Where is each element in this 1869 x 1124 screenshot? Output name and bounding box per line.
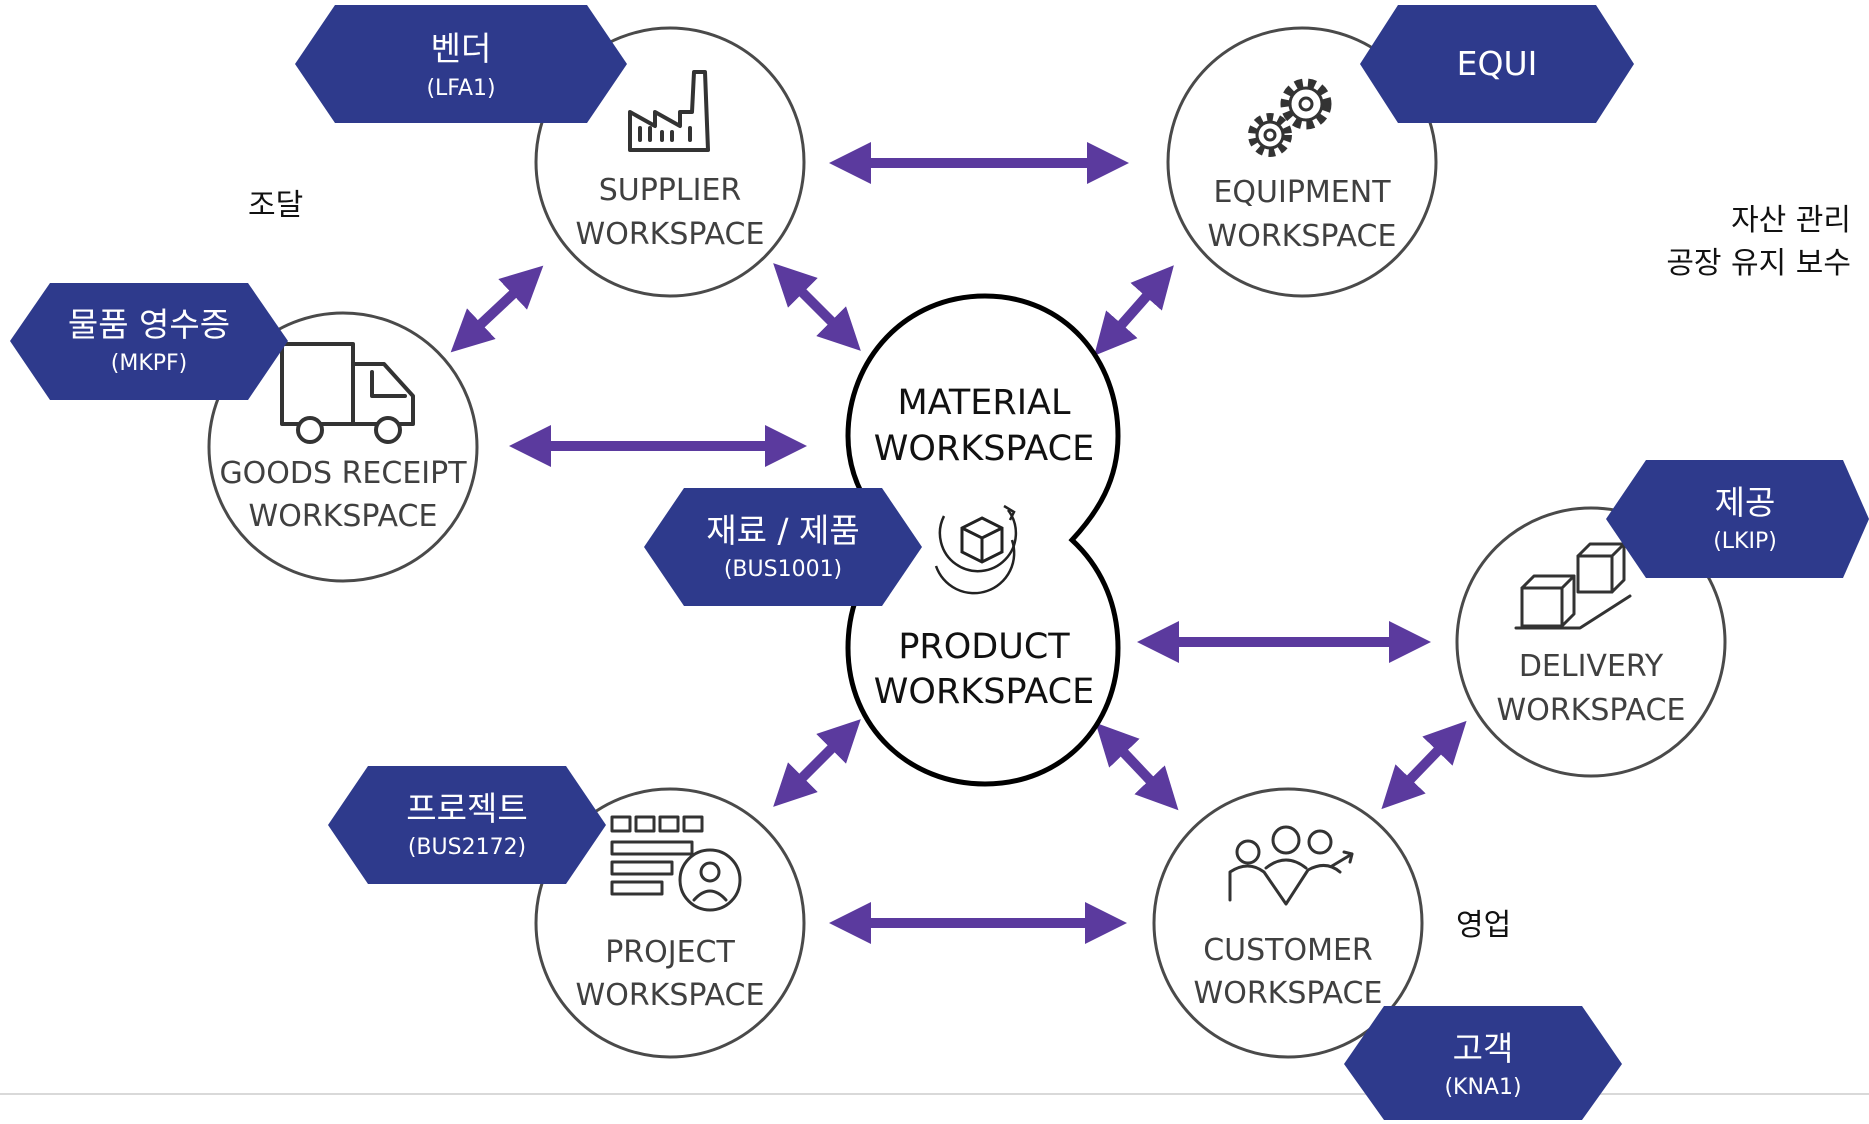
supplier-label-line1: SUPPLIER: [599, 173, 742, 208]
tag-material: 재료 / 제품 (BUS1001): [644, 488, 922, 606]
domain-asset-label-line2: 공장 유지 보수: [1666, 246, 1851, 281]
factory-icon: [628, 70, 710, 152]
tag-vendor-title: 벤더: [431, 29, 492, 68]
equipment-label-line2: WORKSPACE: [1208, 219, 1397, 254]
tag-project-title: 프로젝트: [406, 789, 527, 828]
tag-delivery-code: (LKIP): [1713, 529, 1777, 554]
connector-arrows: [450, 142, 1467, 944]
truck-icon: [280, 342, 415, 444]
tag-goods-receipt-title: 물품 영수증: [68, 305, 230, 344]
gears-icon: [1248, 78, 1332, 157]
goods-receipt-label-line2: WORKSPACE: [249, 499, 438, 534]
project-workspace[interactable]: PROJECT WORKSPACE: [534, 787, 806, 1059]
center-top-line1: MATERIAL: [897, 383, 1071, 423]
goods-receipt-workspace[interactable]: GOODS RECEIPT WORKSPACE: [207, 311, 479, 583]
project-label-line1: PROJECT: [605, 935, 735, 970]
tag-customer-title: 고객: [1453, 1029, 1514, 1068]
tag-material-title: 재료 / 제품: [706, 511, 860, 550]
tag-project: 프로젝트 (BUS2172): [328, 766, 606, 884]
tag-vendor: 벤더 (LFA1): [295, 5, 627, 123]
tag-goods-receipt-code: (MKPF): [111, 351, 188, 376]
tag-equi-title: EQUI: [1457, 44, 1538, 83]
tag-customer-code: (KNA1): [1444, 1075, 1521, 1100]
domain-procurement-label: 조달: [248, 188, 303, 223]
equipment-label-line1: EQUIPMENT: [1213, 175, 1391, 210]
project-board-icon: [610, 815, 742, 912]
people-icon: [1228, 825, 1354, 906]
tag-customer: 고객 (KNA1): [1344, 1006, 1622, 1120]
tag-project-code: (BUS2172): [408, 835, 526, 860]
goods-receipt-label-line1: GOODS RECEIPT: [219, 456, 467, 491]
tag-material-code: (BUS1001): [724, 557, 842, 582]
domain-sales-label: 영업: [1456, 908, 1511, 943]
arrow-delivery-customer: [1381, 720, 1467, 810]
delivery-label-line2: WORKSPACE: [1497, 693, 1686, 728]
arrow-equipment-center: [1094, 265, 1174, 356]
tag-goods-receipt: 물품 영수증 (MKPF): [10, 283, 288, 400]
domain-asset-label-line1: 자산 관리: [1731, 203, 1851, 238]
material-product-workspace[interactable]: MATERIAL WORKSPACE PRODUCT WORKSPACE: [845, 293, 1121, 787]
arrow-supplier-goods-receipt: [450, 265, 544, 353]
cube-cycle-icon: [934, 504, 1018, 595]
arrow-supplier-center: [773, 263, 861, 351]
supplier-label-line2: WORKSPACE: [576, 217, 765, 252]
tag-vendor-code: (LFA1): [426, 76, 495, 101]
tag-delivery: 제공 (LKIP): [1606, 460, 1869, 578]
center-bottom-line2: WORKSPACE: [874, 672, 1094, 712]
center-top-line2: WORKSPACE: [874, 429, 1094, 469]
delivery-label-line1: DELIVERY: [1519, 649, 1664, 684]
arrow-center-project: [773, 719, 861, 807]
equipment-workspace[interactable]: EQUIPMENT WORKSPACE: [1166, 26, 1438, 298]
project-label-line2: WORKSPACE: [576, 978, 765, 1013]
customer-label-line1: CUSTOMER: [1203, 933, 1373, 968]
tag-equi: EQUI: [1360, 5, 1634, 123]
boxes-icon: [1514, 542, 1632, 630]
arrow-center-customer: [1095, 722, 1179, 811]
customer-label-line2: WORKSPACE: [1194, 976, 1383, 1011]
tag-delivery-title: 제공: [1715, 483, 1776, 522]
customer-workspace[interactable]: CUSTOMER WORKSPACE: [1152, 787, 1424, 1059]
center-bottom-line1: PRODUCT: [898, 627, 1070, 667]
